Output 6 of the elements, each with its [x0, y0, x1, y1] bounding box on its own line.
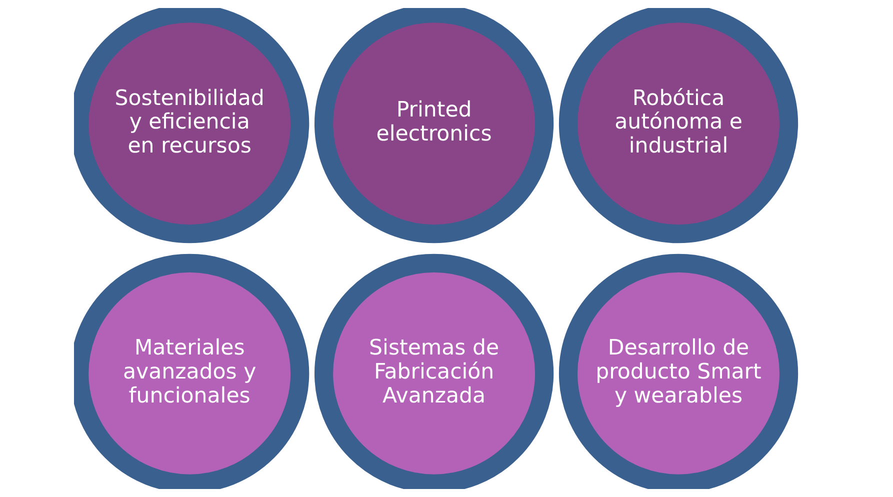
node-circle: Printed electronics	[314, 8, 554, 244]
node-circle: Sistemas de Fabricación Avanzada	[314, 254, 554, 489]
node-circle: Desarrollo de producto Smart y wearables	[558, 254, 798, 489]
node-circle: Materiales avanzados y funcionales	[74, 254, 309, 489]
node-circle: Robótica autónoma e industrial	[558, 8, 798, 244]
node-circle: Sostenibilidad y eficiencia en recursos	[74, 8, 309, 244]
